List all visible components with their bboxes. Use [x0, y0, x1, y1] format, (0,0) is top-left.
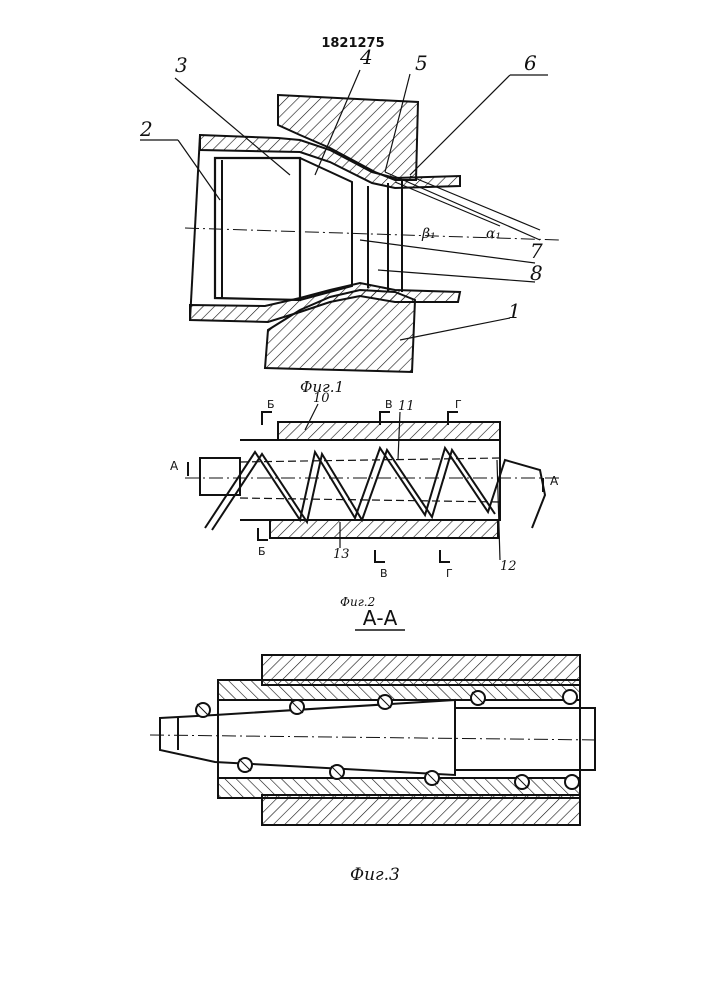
- fig1-label-8: 8: [530, 261, 543, 285]
- fig1-label-4: 4: [359, 45, 373, 69]
- fig3-section-title: А-А: [363, 606, 398, 630]
- fig2-label-10: 10: [313, 391, 330, 406]
- fig1-angle-beta: β₁: [421, 226, 436, 242]
- section-mark-v-bottom: В: [380, 567, 388, 580]
- section-mark-a-right: А: [550, 474, 559, 488]
- section-mark-g-bottom: Г: [446, 567, 453, 580]
- fig2-drawing: [185, 404, 560, 562]
- section-mark-a-left: А: [170, 459, 179, 473]
- section-mark-g-top: Г: [455, 398, 462, 411]
- fig1-drawing: [140, 70, 560, 372]
- section-mark-b-top: Б: [267, 398, 275, 411]
- fig1-label-1: 1: [508, 299, 521, 323]
- fig2-label-11: 11: [398, 399, 415, 414]
- fig1-label-3: 3: [175, 53, 188, 77]
- fig1-angle-alpha: α₁: [486, 226, 501, 242]
- fig1-label-7: 7: [530, 239, 543, 263]
- fig2-label-13: 13: [333, 547, 350, 562]
- section-mark-b-bottom: Б: [258, 545, 266, 558]
- fig3-caption: Фиг.3: [350, 865, 400, 885]
- fig1-label-6: 6: [524, 51, 537, 75]
- fig2-label-12: 12: [500, 559, 517, 574]
- fig1-label-2: 2: [139, 117, 153, 141]
- patent-number: 1821275: [321, 36, 384, 51]
- section-mark-v-top: В: [385, 398, 393, 411]
- fig3-drawing: [150, 655, 600, 825]
- fig1-label-5: 5: [415, 51, 428, 75]
